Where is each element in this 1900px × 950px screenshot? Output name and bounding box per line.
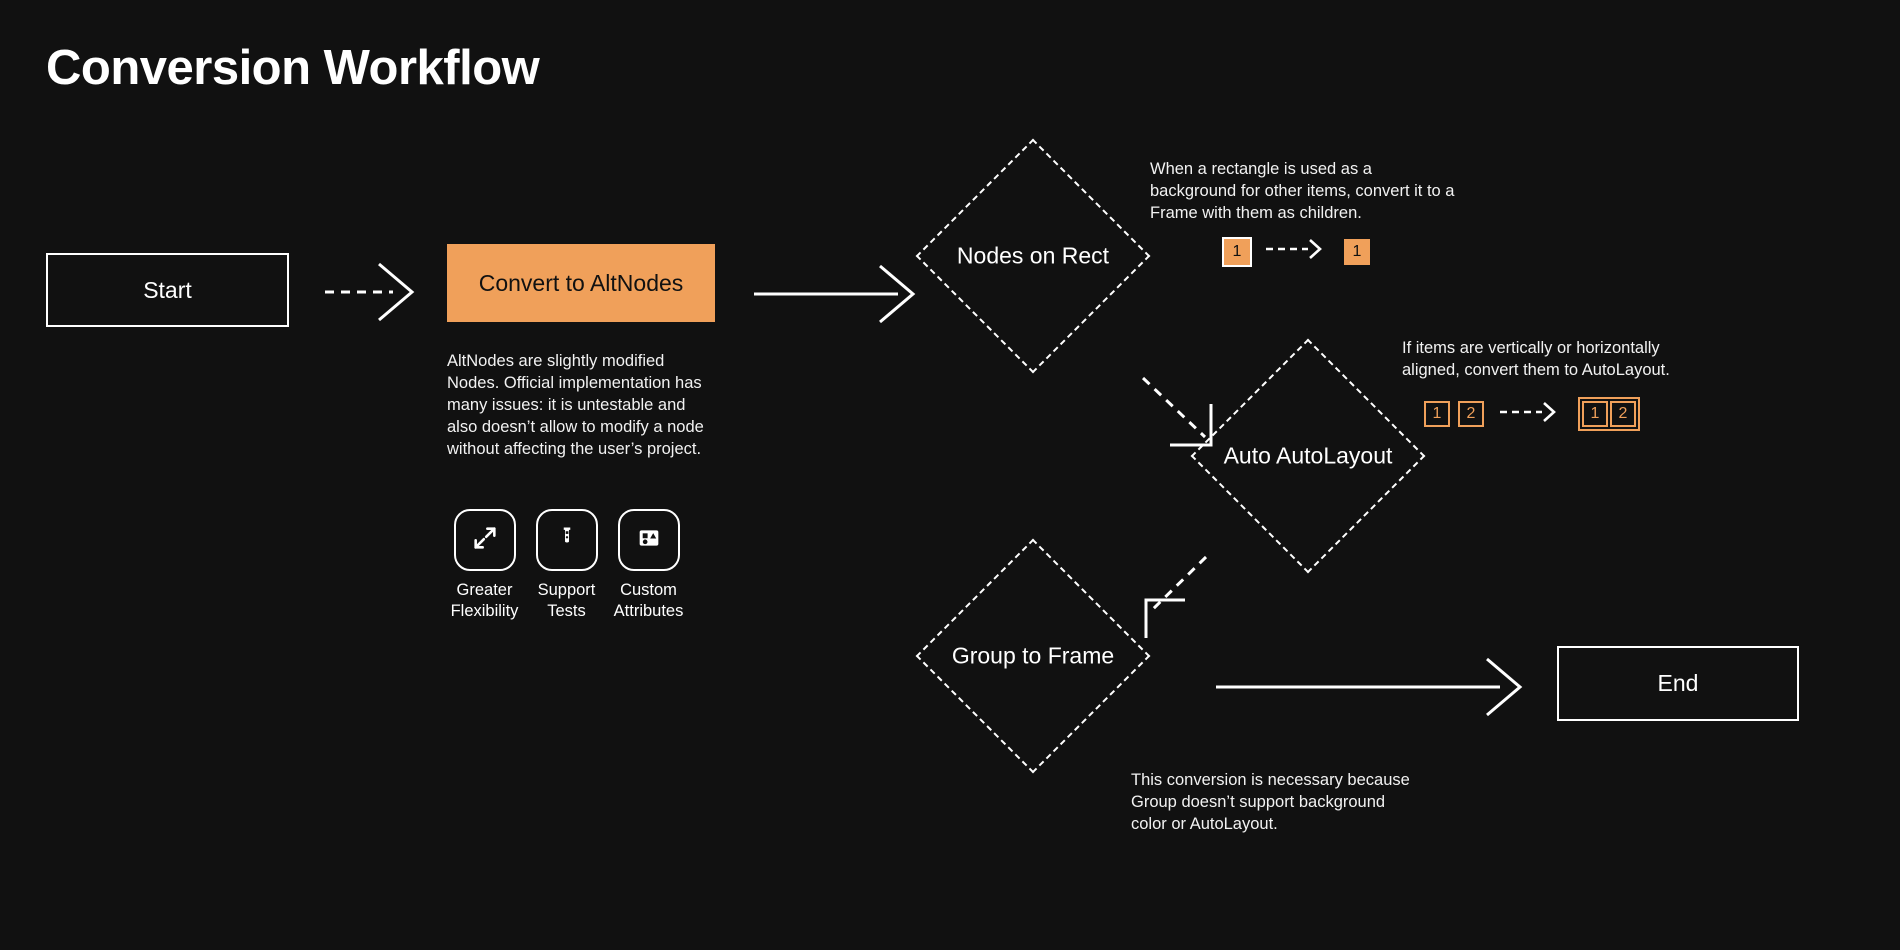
feature-list: Greater Flexibility Support Tests: [451, 509, 684, 622]
node-group-to-frame[interactable]: Group to Frame: [915, 538, 1151, 774]
chip-group-after-autolayout-frame: 1 2: [1578, 397, 1640, 431]
annotation-nodes-on-rect-illustration: 1 1: [1222, 236, 1370, 267]
node-group-to-frame-label: Group to Frame: [951, 642, 1115, 669]
feature-icon-box: [535, 509, 598, 571]
feature-label-line2: Attributes: [613, 602, 684, 620]
feature-label-line1: Support: [537, 581, 596, 599]
feature-label-line2: Flexibility: [450, 602, 519, 620]
chip-before-2: 2: [1458, 401, 1484, 427]
feature-greater-flexibility[interactable]: Greater Flexibility: [451, 509, 519, 622]
feature-custom-attributes[interactable]: Custom Attributes: [614, 509, 684, 622]
feature-label: Support Tests: [538, 580, 596, 622]
shapes-icon: [635, 524, 663, 557]
node-nodes-on-rect-label: Nodes on Rect: [956, 242, 1110, 269]
annotation-auto-autolayout-illustration: 1 2 1 2: [1424, 397, 1640, 431]
connector-start-to-convert: [325, 262, 415, 322]
feature-label-line2: Tests: [547, 602, 586, 620]
dashed-arrow-icon: [1266, 237, 1328, 266]
test-tube-icon: [553, 524, 581, 557]
feature-support-tests[interactable]: Support Tests: [534, 509, 599, 622]
node-convert-to-altnodes[interactable]: Convert to AltNodes: [447, 244, 715, 322]
node-end-label: End: [1657, 670, 1699, 696]
chip-group-before: 1 2: [1424, 401, 1484, 427]
node-convert-label: Convert to AltNodes: [478, 269, 684, 296]
chip-after-2: 2: [1610, 401, 1636, 427]
feature-label-line1: Greater: [456, 581, 513, 599]
connector-convert-to-nodes-on-rect: [754, 264, 916, 324]
connector-group-to-frame-to-end: [1216, 657, 1523, 717]
page-title: Conversion Workflow: [46, 41, 540, 95]
chip-after-1: 1: [1582, 401, 1608, 427]
node-auto-autolayout[interactable]: Auto AutoLayout: [1190, 338, 1426, 574]
node-auto-autolayout-label: Auto AutoLayout: [1223, 442, 1393, 469]
feature-label: Custom Attributes: [614, 580, 684, 622]
chip-before-1: 1: [1222, 236, 1252, 267]
node-start-label: Start: [143, 276, 192, 303]
annotation-auto-autolayout-text: If items are vertically or horizontally …: [1402, 339, 1670, 379]
feature-icon-box: [453, 509, 516, 571]
chip-after-1: 1: [1344, 238, 1370, 265]
connector-auto-autolayout-to-group-to-frame: [1144, 555, 1208, 638]
expand-arrows-icon: [471, 524, 499, 557]
feature-icon-box: [617, 509, 680, 571]
node-start[interactable]: Start: [46, 253, 289, 327]
annotation-nodes-on-rect-text: When a rectangle is used as a background…: [1150, 160, 1455, 222]
convert-description: AltNodes are slightly modified Nodes. Of…: [447, 352, 704, 458]
connector-nodes-on-rect-to-auto-autolayout: [1141, 376, 1213, 447]
node-end[interactable]: End: [1557, 646, 1799, 721]
dashed-arrow-icon: [1500, 400, 1562, 429]
chip-before-1: 1: [1424, 401, 1450, 427]
feature-label-line1: Custom: [620, 581, 677, 599]
feature-label: Greater Flexibility: [451, 580, 519, 622]
annotation-group-to-frame-text: This conversion is necessary because Gro…: [1131, 771, 1410, 833]
node-nodes-on-rect[interactable]: Nodes on Rect: [915, 138, 1151, 374]
